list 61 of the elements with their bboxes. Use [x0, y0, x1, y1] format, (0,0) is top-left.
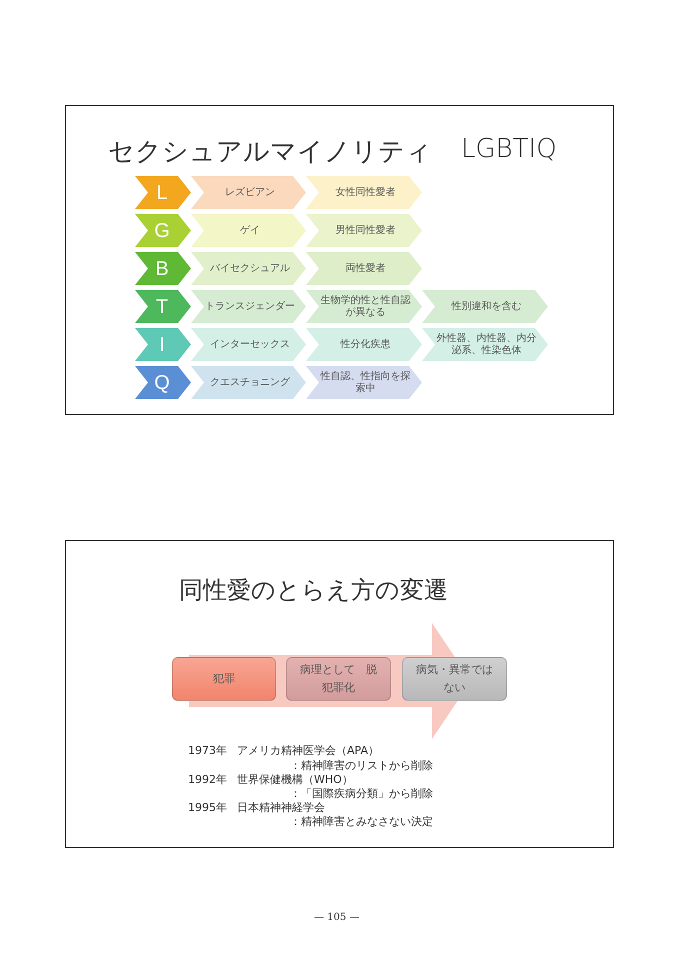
term-band: [422, 328, 548, 361]
slide-title: 同性愛のとらえ方の変遷: [179, 575, 448, 606]
chevron-text: 性分化疾患: [340, 338, 390, 350]
term-band: [191, 328, 306, 361]
category-letter-tab: [135, 328, 191, 361]
chevron-text: T: [156, 294, 168, 318]
term-band: [191, 366, 306, 399]
chevron-text: 生物学的性と性自認が異なる: [320, 294, 412, 318]
term-band: [191, 214, 306, 247]
timeline-text: 世界保健機構（WHO）: [237, 772, 353, 787]
slide-title: LGBTIQ: [461, 134, 557, 164]
chevron-text: G: [154, 218, 170, 242]
slide-title: セクシュアルマイノリティ: [108, 136, 432, 169]
category-letter-tab: [135, 252, 191, 285]
stage-text: 病理として 脱犯罪化: [299, 662, 378, 696]
term-band: [306, 214, 422, 247]
chevron-text: 外性器、内性器、内分泌系、性染色体: [436, 332, 538, 356]
term-band: [306, 366, 422, 399]
stage-box: [402, 657, 507, 701]
stage-box: [172, 657, 276, 701]
category-letter-tab: [135, 176, 191, 209]
term-band: [306, 252, 422, 285]
timeline-text: ：「国際疾病分類」から削除: [290, 786, 433, 801]
category-letter-tab: [135, 290, 191, 323]
timeline-text: 1992年: [188, 772, 227, 787]
chevron-text: トランスジェンダー: [205, 300, 295, 312]
timeline-text: 1973年: [188, 743, 227, 758]
term-band: [306, 328, 422, 361]
term-band: [191, 176, 306, 209]
timeline-text: 日本精神神経学会: [237, 800, 325, 815]
chevron-text: レズビアン: [225, 186, 275, 198]
chevron-text: クエスチョニング: [210, 376, 290, 388]
term-band: [191, 290, 306, 323]
stage-box: [286, 657, 391, 701]
chevron-text: インターセックス: [210, 338, 290, 350]
chevron-text: 性自認、性指向を探索中: [319, 370, 412, 394]
timeline-text: ：精神障害のリストから削除: [290, 758, 433, 773]
term-band: [191, 252, 306, 285]
timeline-text: アメリカ精神医学会（APA）: [237, 743, 379, 758]
category-letter-tab: [135, 214, 191, 247]
chevron-text: 女性同性愛者: [336, 186, 396, 198]
category-letter-tab: [135, 366, 191, 399]
term-band: [422, 290, 548, 323]
chevron-text: バイセクシュアル: [210, 262, 290, 274]
page-number: — 105 —: [314, 912, 360, 923]
slide-frame: [65, 540, 614, 848]
term-band: [306, 176, 422, 209]
timeline-text: 1995年: [188, 800, 227, 815]
chevron-text: L: [156, 180, 168, 204]
slide-frame: [65, 105, 614, 415]
term-band: [306, 290, 422, 323]
stage-text: 犯罪: [213, 671, 235, 688]
chevron-text: 性別違和を含む: [452, 300, 522, 312]
chevron-text: ゲイ: [240, 224, 260, 236]
chevron-text: 男性同性愛者: [336, 224, 396, 236]
chevron-text: Q: [154, 370, 170, 394]
chevron-text: B: [155, 256, 169, 280]
stage-text: 病気・異常ではない: [415, 662, 494, 696]
chevron-text: I: [159, 332, 165, 356]
timeline-text: ：精神障害とみなさない決定: [290, 814, 433, 829]
chevron-text: 両性愛者: [346, 262, 386, 274]
